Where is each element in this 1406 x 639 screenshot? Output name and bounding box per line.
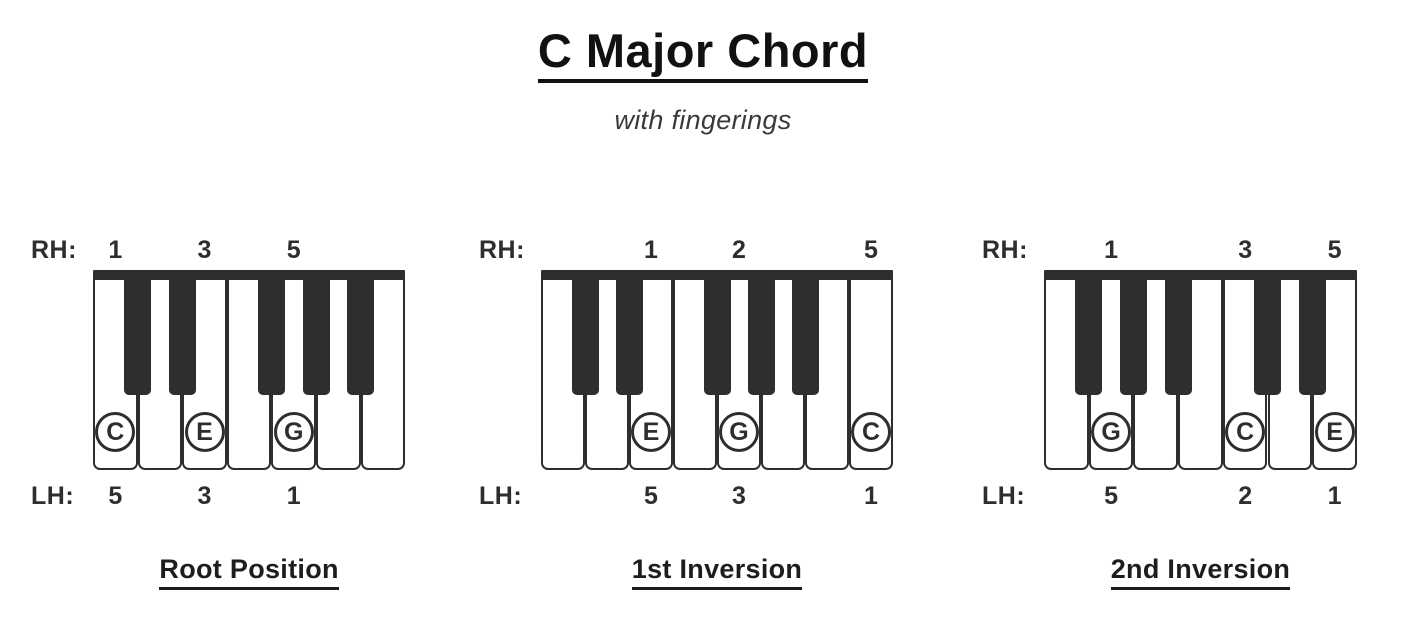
note-marker-C[interactable]: C [95, 412, 136, 452]
right-hand-label: RH: [982, 236, 1028, 264]
rh-finger-number: 1 [644, 236, 658, 264]
black-key[interactable] [1254, 280, 1281, 395]
lh-finger-number: 1 [1327, 482, 1342, 510]
diagram-caption-root-position: Root Position [159, 554, 339, 590]
right-hand-fingering-row: RH: 1 3 5 [982, 236, 1357, 270]
left-hand-label: LH: [31, 482, 75, 510]
right-hand-label: RH: [31, 236, 77, 264]
black-key[interactable] [1298, 280, 1326, 395]
lh-finger-number: 5 [1104, 482, 1118, 510]
rh-finger-number: 5 [1327, 236, 1342, 264]
left-hand-fingering-row: LH: 5 3 1 [31, 482, 405, 516]
note-marker-E[interactable]: E [1314, 412, 1355, 452]
note-marker-C[interactable]: C [851, 412, 891, 452]
black-key[interactable] [124, 280, 152, 395]
left-hand-fingering-row: LH: 5 3 1 [479, 482, 893, 516]
rh-finger-number: 5 [864, 236, 878, 264]
note-marker-C[interactable]: C [1225, 412, 1266, 452]
left-hand-label: LH: [479, 482, 523, 510]
right-hand-fingering-row: RH: 1 3 5 [31, 236, 405, 270]
page-subtitle: with fingerings [614, 105, 792, 136]
diagram-caption-1st-inversion: 1st Inversion [631, 554, 803, 590]
rh-finger-number: 2 [732, 236, 746, 264]
black-key[interactable] [615, 280, 643, 395]
lh-finger-number: 2 [1238, 482, 1253, 510]
black-key[interactable] [1164, 280, 1192, 395]
diagram-caption-wrap: Root Position [93, 554, 405, 590]
diagram-caption-2nd-inversion: 2nd Inversion [1110, 554, 1291, 590]
note-marker-E[interactable]: E [184, 412, 225, 452]
lh-finger-number: 3 [732, 482, 746, 510]
page-title: C Major Chord [537, 26, 869, 84]
diagram-caption-wrap: 2nd Inversion [1044, 554, 1357, 590]
right-hand-fingering-row: RH: 1 2 5 [479, 236, 893, 270]
note-marker-G[interactable]: G [719, 412, 759, 452]
left-hand-label: LH: [982, 482, 1026, 510]
black-key[interactable] [347, 280, 375, 395]
lh-finger-number: 5 [108, 482, 123, 510]
rh-finger-number: 3 [197, 236, 212, 264]
page-header: C Major Chord with fingerings [0, 0, 1406, 136]
black-key[interactable] [703, 280, 731, 395]
rh-finger-number: 1 [1104, 236, 1118, 264]
black-key[interactable] [1119, 280, 1147, 395]
black-key[interactable] [1075, 280, 1103, 395]
diagram-caption-wrap: 1st Inversion [541, 554, 893, 590]
black-key[interactable] [257, 280, 285, 395]
rh-finger-number: 5 [286, 236, 301, 264]
rh-finger-number: 1 [108, 236, 123, 264]
note-marker-E[interactable]: E [631, 412, 671, 452]
black-key[interactable] [791, 280, 819, 395]
left-hand-fingering-row: LH: 5 2 1 [982, 482, 1357, 516]
right-hand-label: RH: [479, 236, 525, 264]
black-key[interactable] [168, 280, 196, 395]
black-key[interactable] [302, 280, 330, 395]
lh-finger-number: 5 [644, 482, 658, 510]
lh-finger-number: 1 [286, 482, 301, 510]
black-key[interactable] [571, 280, 599, 395]
rh-finger-number: 3 [1238, 236, 1253, 264]
lh-finger-number: 1 [864, 482, 878, 510]
lh-finger-number: 3 [197, 482, 212, 510]
note-marker-G[interactable]: G [1091, 412, 1132, 452]
black-key[interactable] [747, 280, 775, 395]
note-marker-G[interactable]: G [273, 412, 314, 452]
